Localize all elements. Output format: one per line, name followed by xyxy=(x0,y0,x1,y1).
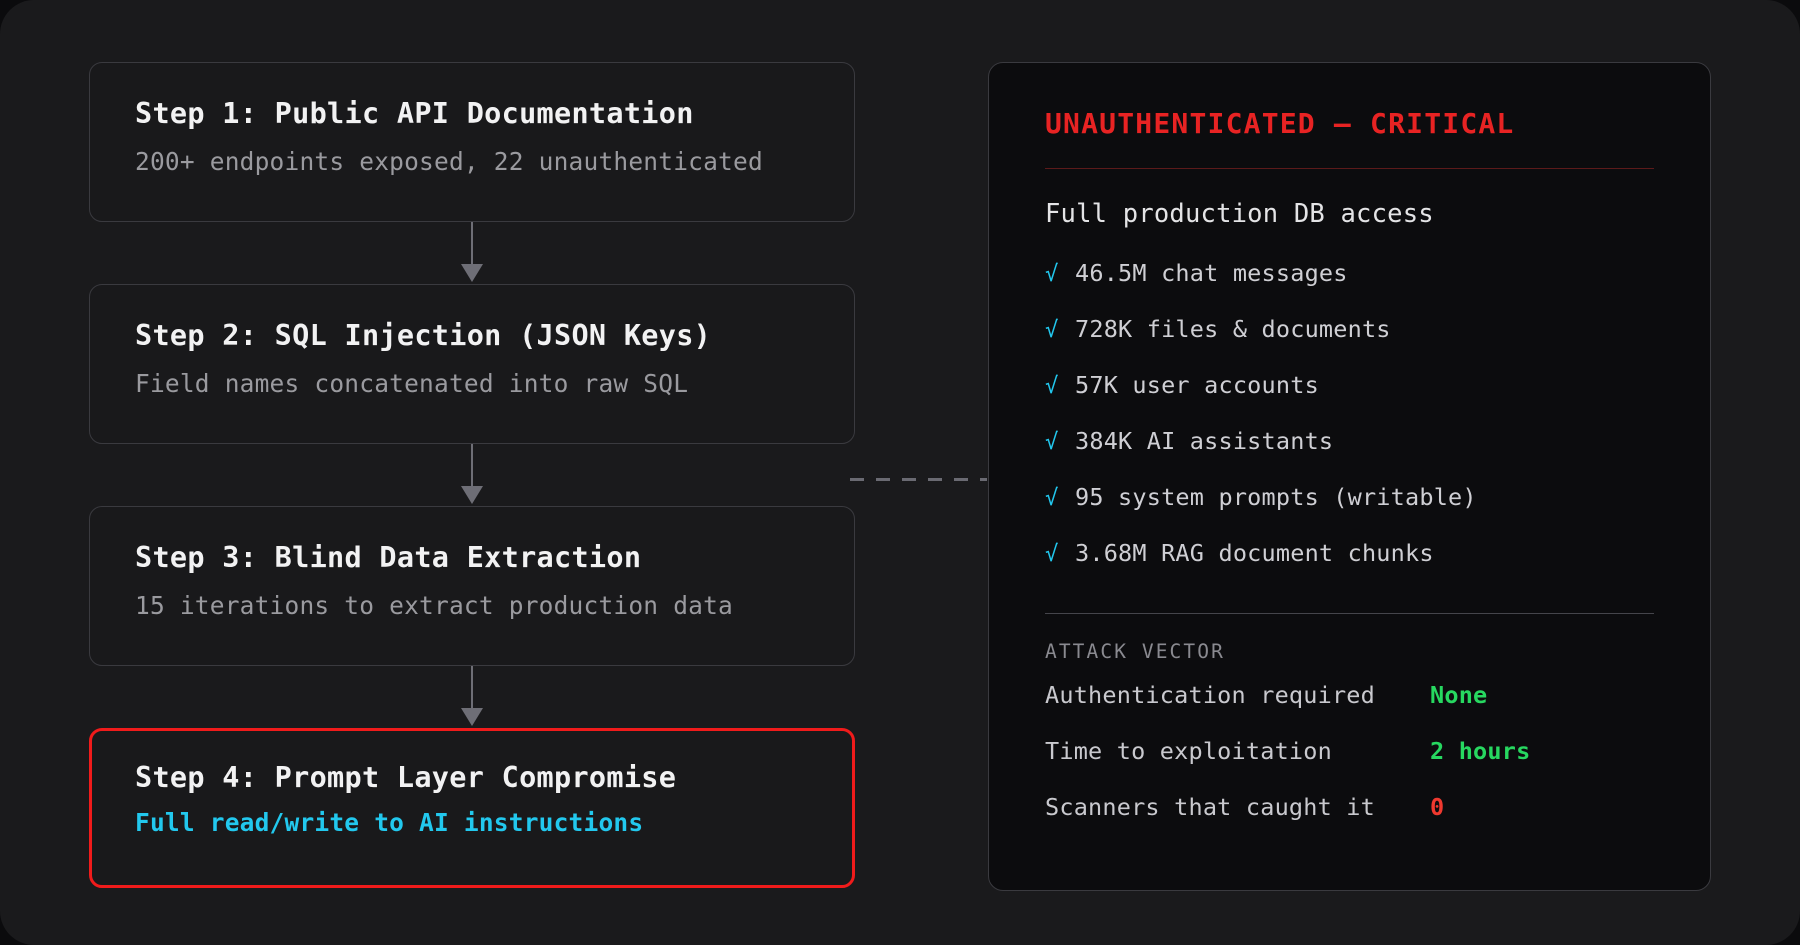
step-card-2: Step 2: SQL Injection (JSON Keys) Field … xyxy=(89,284,855,444)
panel-subheading: Full production DB access xyxy=(1045,199,1434,229)
step-title: Step 4: Prompt Layer Compromise xyxy=(135,761,677,794)
list-item-label: 46.5M chat messages xyxy=(1075,259,1348,287)
check-icon: √ xyxy=(1045,542,1059,567)
flow-arrow-1-to-2 xyxy=(89,222,855,284)
attack-vector-label: ATTACK VECTOR xyxy=(1045,640,1225,663)
flow-arrow-2-to-3 xyxy=(89,444,855,506)
list-item: √ 384K AI assistants xyxy=(1045,427,1654,483)
metric-row: Scanners that caught it 0 xyxy=(1045,793,1654,849)
list-item: √ 57K user accounts xyxy=(1045,371,1654,427)
attack-step-flow: Step 1: Public API Documentation 200+ en… xyxy=(89,62,855,888)
list-item: √ 3.68M RAG document chunks xyxy=(1045,539,1654,595)
step-card-4-critical: Step 4: Prompt Layer Compromise Full rea… xyxy=(89,728,855,888)
dashed-link-connector xyxy=(850,478,987,481)
check-icon: √ xyxy=(1045,430,1059,455)
check-icon: √ xyxy=(1045,318,1059,343)
metric-label: Time to exploitation xyxy=(1045,737,1332,765)
metric-label: Authentication required xyxy=(1045,681,1376,709)
check-icon: √ xyxy=(1045,262,1059,287)
impact-panel: UNAUTHENTICATED — CRITICAL Full producti… xyxy=(988,62,1711,891)
step-subtitle: 15 iterations to extract production data xyxy=(135,591,734,620)
check-icon: √ xyxy=(1045,486,1059,511)
metric-value: 0 xyxy=(1430,793,1445,821)
metric-value: 2 hours xyxy=(1430,737,1531,765)
step-card-1: Step 1: Public API Documentation 200+ en… xyxy=(89,62,855,222)
flow-arrow-3-to-4 xyxy=(89,666,855,728)
arrow-head-icon xyxy=(461,264,483,282)
step-subtitle: 200+ endpoints exposed, 22 unauthenticat… xyxy=(135,147,763,176)
exposed-assets-list: √ 46.5M chat messages √ 728K files & doc… xyxy=(1045,259,1654,595)
list-item-label: 3.68M RAG document chunks xyxy=(1075,539,1434,567)
arrow-shaft xyxy=(471,222,473,270)
step-title: Step 3: Blind Data Extraction xyxy=(135,541,642,574)
panel-heading: UNAUTHENTICATED — CRITICAL xyxy=(1045,107,1515,140)
list-item-label: 384K AI assistants xyxy=(1075,427,1334,455)
panel-heading-divider xyxy=(1045,168,1654,169)
step-subtitle: Field names concatenated into raw SQL xyxy=(135,369,689,398)
attack-vector-metrics: Authentication required None Time to exp… xyxy=(1045,681,1654,849)
step-card-3: Step 3: Blind Data Extraction 15 iterati… xyxy=(89,506,855,666)
list-item: √ 46.5M chat messages xyxy=(1045,259,1654,315)
list-item-label: 95 system prompts (writable) xyxy=(1075,483,1477,511)
list-item-label: 57K user accounts xyxy=(1075,371,1319,399)
list-item: √ 95 system prompts (writable) xyxy=(1045,483,1654,539)
step-subtitle: Full read/write to AI instructions xyxy=(135,808,644,837)
check-icon: √ xyxy=(1045,374,1059,399)
step-title: Step 2: SQL Injection (JSON Keys) xyxy=(135,319,712,352)
section-divider xyxy=(1045,613,1654,614)
list-item: √ 728K files & documents xyxy=(1045,315,1654,371)
metric-row: Time to exploitation 2 hours xyxy=(1045,737,1654,793)
arrow-shaft xyxy=(471,444,473,492)
arrow-head-icon xyxy=(461,486,483,504)
step-title: Step 1: Public API Documentation xyxy=(135,97,694,130)
arrow-head-icon xyxy=(461,708,483,726)
list-item-label: 728K files & documents xyxy=(1075,315,1391,343)
metric-row: Authentication required None xyxy=(1045,681,1654,737)
metric-label: Scanners that caught it xyxy=(1045,793,1376,821)
metric-value: None xyxy=(1430,681,1488,709)
arrow-shaft xyxy=(471,666,473,714)
